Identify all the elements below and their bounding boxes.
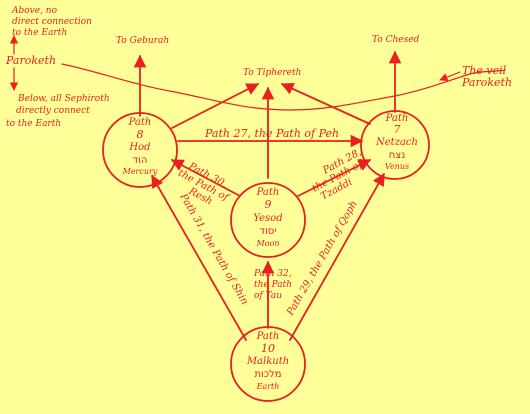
note-above-line2: direct connection [12,17,92,27]
path-29-text: Path 29, the Path of Qoph [285,199,360,318]
note-above-line1: Above, no [11,6,58,16]
target-chesed-label: To Chesed [372,35,420,45]
sephira-netzach-planet: Venus [385,162,409,171]
target-geburah-label: To Geburah [116,36,169,46]
arrow-path-28 [297,159,372,197]
path-32-line2: the Path [254,280,292,290]
sephira-hod-path: Path [128,117,152,128]
sephira-yesod-hebrew: יסוד [260,226,277,237]
sephira-malkuth-number: 10 [261,342,275,355]
sephira-yesod-path: Path [256,187,280,198]
sephira-hod-planet: Mercury [122,167,158,176]
note-paroketh-left: Paroketh [5,54,56,67]
sephira-malkuth-circle [230,326,306,402]
note-below-line2: directly connect [16,106,90,116]
sephira-yesod-name: Yesod [253,213,282,224]
arrow-path-31 [151,174,247,341]
path-27-label: Path 27, the Path of Peh [204,127,339,140]
sephira-malkuth-planet: Earth [256,382,280,391]
sephira-netzach-hebrew: נצח [389,150,405,161]
sephira-netzach-number: 7 [394,123,401,136]
sephira-netzach: Path 7 Netzach נצח Venus [360,110,430,180]
note-above-line3: to the Earth [12,28,67,38]
veil-label-line2: Paroketh [461,76,512,89]
arrow-path-30 [170,159,241,197]
sephira-malkuth-name: Malkuth [246,356,289,367]
sephira-malkuth: Path 10 Malkuth מלכות Earth [230,326,306,402]
sephira-yesod: Path 9 Yesod יסוד Moon [230,182,306,258]
veil-label-line1: The veil [462,64,507,77]
sephira-hod-name: Hod [128,142,150,153]
target-tiphereth-label: To Tiphereth [243,68,301,78]
note-below-line1: Below, all Sephiroth [17,94,110,104]
sephira-netzach-circle [360,110,430,180]
sephira-hod-circle [102,112,178,188]
sephira-malkuth-path: Path [256,331,280,342]
path-30-label: Path 30, the Path of Resh [176,160,232,207]
sephira-netzach-path: Path [385,113,409,124]
path-31-text: Path 31, the Path of Shin [177,191,250,307]
arrow-hod-to-tiphereth [171,83,260,129]
sephira-malkuth-hebrew: מלכות [254,369,281,380]
sephira-yesod-circle [230,182,306,258]
path-32-line1: Path 32, [253,269,292,279]
path-32-line3: of Tau [254,291,282,301]
sephira-yesod-number: 9 [265,198,272,211]
sephira-yesod-planet: Moon [256,239,280,248]
arrow-netzach-to-tiphereth [280,82,371,125]
sephira-netzach-name: Netzach [375,137,418,148]
sephira-hod-number: 8 [137,128,144,141]
path-31-label: Path 31, the Path of Shin [177,191,250,307]
sephira-hod-hebrew: הוד [133,155,148,166]
veil-paroketh-line [61,63,506,111]
path-29-label: Path 29, the Path of Qoph [285,199,360,318]
arrow-path-29 [289,172,385,341]
note-below-line3: to the Earth [6,119,61,129]
sephira-hod: Path 8 Hod הוד Mercury [102,112,178,188]
veil-label-pointer [439,71,461,82]
